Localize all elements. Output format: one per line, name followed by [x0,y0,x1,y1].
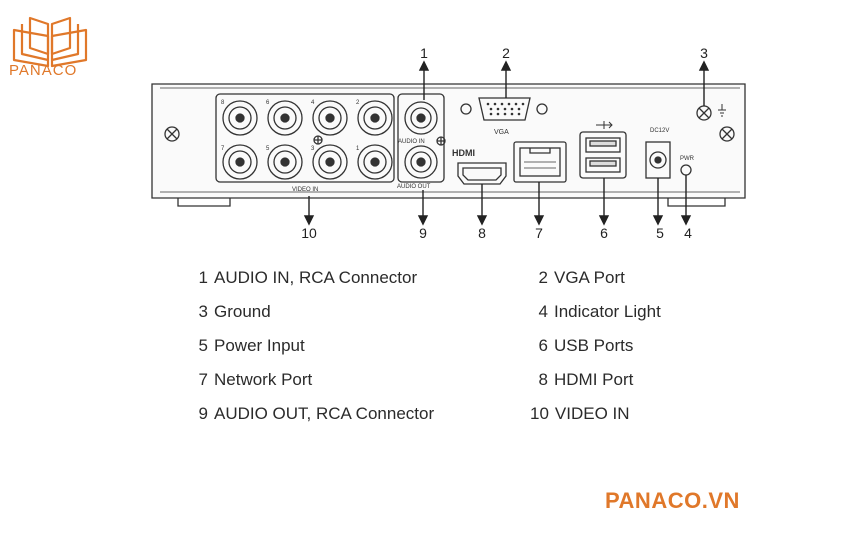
bnc-label: 2 [356,100,360,106]
legend-text: Ground [214,302,271,321]
legend-item: 2 VGA Port [530,268,625,288]
legend-item: 4 Indicator Light [530,302,661,322]
rear-panel-diagram: 8 6 4 2 7 5 3 1 VIDEO IN AUDIO IN AUDIO … [151,45,746,241]
legend-number: 5 [198,336,208,355]
callout-6: 6 [600,225,608,241]
legend-number: 1 [198,268,208,287]
legend-text: Network Port [214,370,313,389]
logo-text: PANACO [9,62,78,79]
callout-8: 8 [478,225,486,241]
bnc-label: 7 [221,146,225,152]
legend-number: 10 [530,404,549,423]
dc12v-panel-label: DC12V [650,128,669,134]
legend-number: 2 [538,268,548,287]
bnc-label: 8 [221,100,225,106]
legend-number: 4 [538,302,548,321]
legend-number: 9 [198,404,208,423]
legend-number: 6 [538,336,548,355]
legend-text: Power Input [214,336,305,355]
hdmi-port: HDMI [452,148,507,185]
video-in-panel-label: VIDEO IN [292,187,318,193]
pwr-panel-label: PWR [680,156,695,162]
callout-2: 2 [502,45,510,61]
bnc-label: 5 [266,146,270,152]
callout-3: 3 [700,45,708,61]
legend-text: USB Ports [554,336,634,355]
audio-in-panel-label: AUDIO IN [398,139,425,145]
audio-rca-group: AUDIO IN AUDIO OUT [397,101,446,190]
legend-number: 3 [198,302,208,321]
legend-item: 7 Network Port [190,370,313,390]
vga-port [460,97,548,121]
legend-text: AUDIO OUT, RCA Connector [214,404,435,423]
legend-item: 9 AUDIO OUT, RCA Connector [190,404,435,424]
bnc-label: 4 [311,100,315,106]
bnc-label: 6 [266,100,270,106]
vga-panel-label: VGA [494,129,509,136]
legend-item: 5 Power Input [190,336,305,356]
legend-text: AUDIO IN, RCA Connector [214,268,418,287]
legend-text: VIDEO IN [554,404,630,423]
brand-watermark: PANACO.VN [605,488,740,513]
legend-text: HDMI Port [554,370,634,389]
callout-4: 4 [684,225,692,241]
book-icon [12,16,88,68]
callout-5: 5 [656,225,664,241]
legend-number: 8 [538,370,548,389]
network-port [513,141,567,183]
callout-10: 10 [301,225,317,241]
legend-item: 10 VIDEO IN [530,404,630,424]
video-in-bnc-group: 8 6 4 2 7 5 3 1 VIDEO IN [221,100,393,193]
bnc-label: 1 [356,146,360,152]
legend-number: 7 [198,370,208,389]
callout-9: 9 [419,225,427,241]
legend-item: 6 USB Ports [530,336,634,356]
callout-7: 7 [535,225,543,241]
callout-1: 1 [420,45,428,61]
usb-ports [579,121,627,179]
legend-item: 1 AUDIO IN, RCA Connector [190,268,418,288]
brand-logo [10,10,90,88]
legend-item: 8 HDMI Port [530,370,634,390]
audio-out-panel-label: AUDIO OUT [397,184,431,190]
legend-item: 3 Ground [190,302,271,322]
legend-text: VGA Port [554,268,625,287]
legend-text: Indicator Light [554,302,661,321]
hdmi-panel-label: HDMI [452,148,475,158]
bnc-label: 3 [311,146,315,152]
